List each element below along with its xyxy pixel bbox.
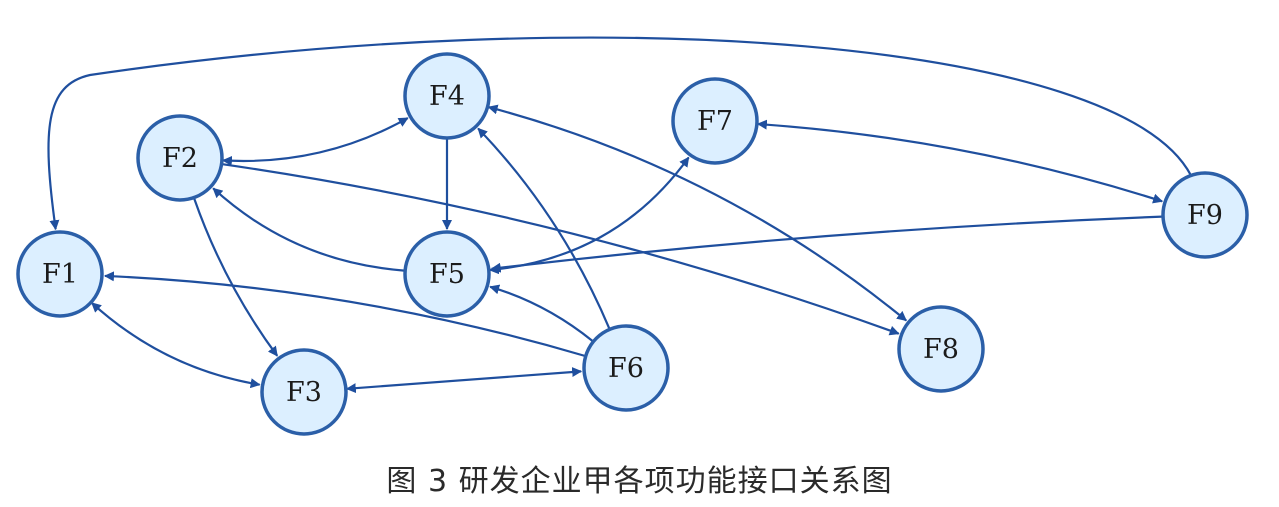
edge-f4-f8 [487,104,907,322]
edge-f1-f3 [91,302,261,389]
node-circle [671,77,759,165]
node-label: F4 [429,81,465,112]
edge-f5-f2 [212,187,405,272]
node-label: F1 [42,259,78,290]
node-circle [136,114,224,202]
node-circle [260,348,348,436]
node-f2: F2 [136,114,224,202]
node-circle [16,230,104,318]
edge-f2-f3 [193,198,279,357]
edge-f9-f1 [47,36,1192,231]
node-label: F9 [1187,200,1223,231]
node-label: F7 [697,106,733,137]
node-label: F3 [286,377,322,408]
edge-f5-f7 [488,156,690,275]
node-f1: F1 [16,230,104,318]
node-f3: F3 [260,348,348,436]
node-f9: F9 [1161,171,1249,259]
edge-f9-f5 [490,215,1163,273]
node-f7: F7 [671,77,759,165]
edge-f6-f4 [477,127,611,329]
node-f4: F4 [403,52,491,140]
node-circle [403,230,491,318]
edge-f2-f8 [222,163,900,336]
node-circle [403,52,491,140]
edge-f7-f9 [756,119,1164,204]
node-circle [582,324,670,412]
edge-f3-f6 [345,367,583,394]
node-f6: F6 [582,324,670,412]
node-label: F5 [429,259,465,290]
node-circle [1161,171,1249,259]
edge-f6-f5 [489,284,594,342]
figure-caption: 图 3 研发企业甲各项功能接口关系图 [386,464,893,499]
node-label: F6 [608,353,644,384]
node-label: F2 [162,143,198,174]
node-f8: F8 [897,305,985,393]
node-circle [897,305,985,393]
node-label: F8 [923,334,959,365]
edge-f2-f4 [221,117,409,166]
node-f5: F5 [403,230,491,318]
edge-f6-f1 [103,271,586,357]
